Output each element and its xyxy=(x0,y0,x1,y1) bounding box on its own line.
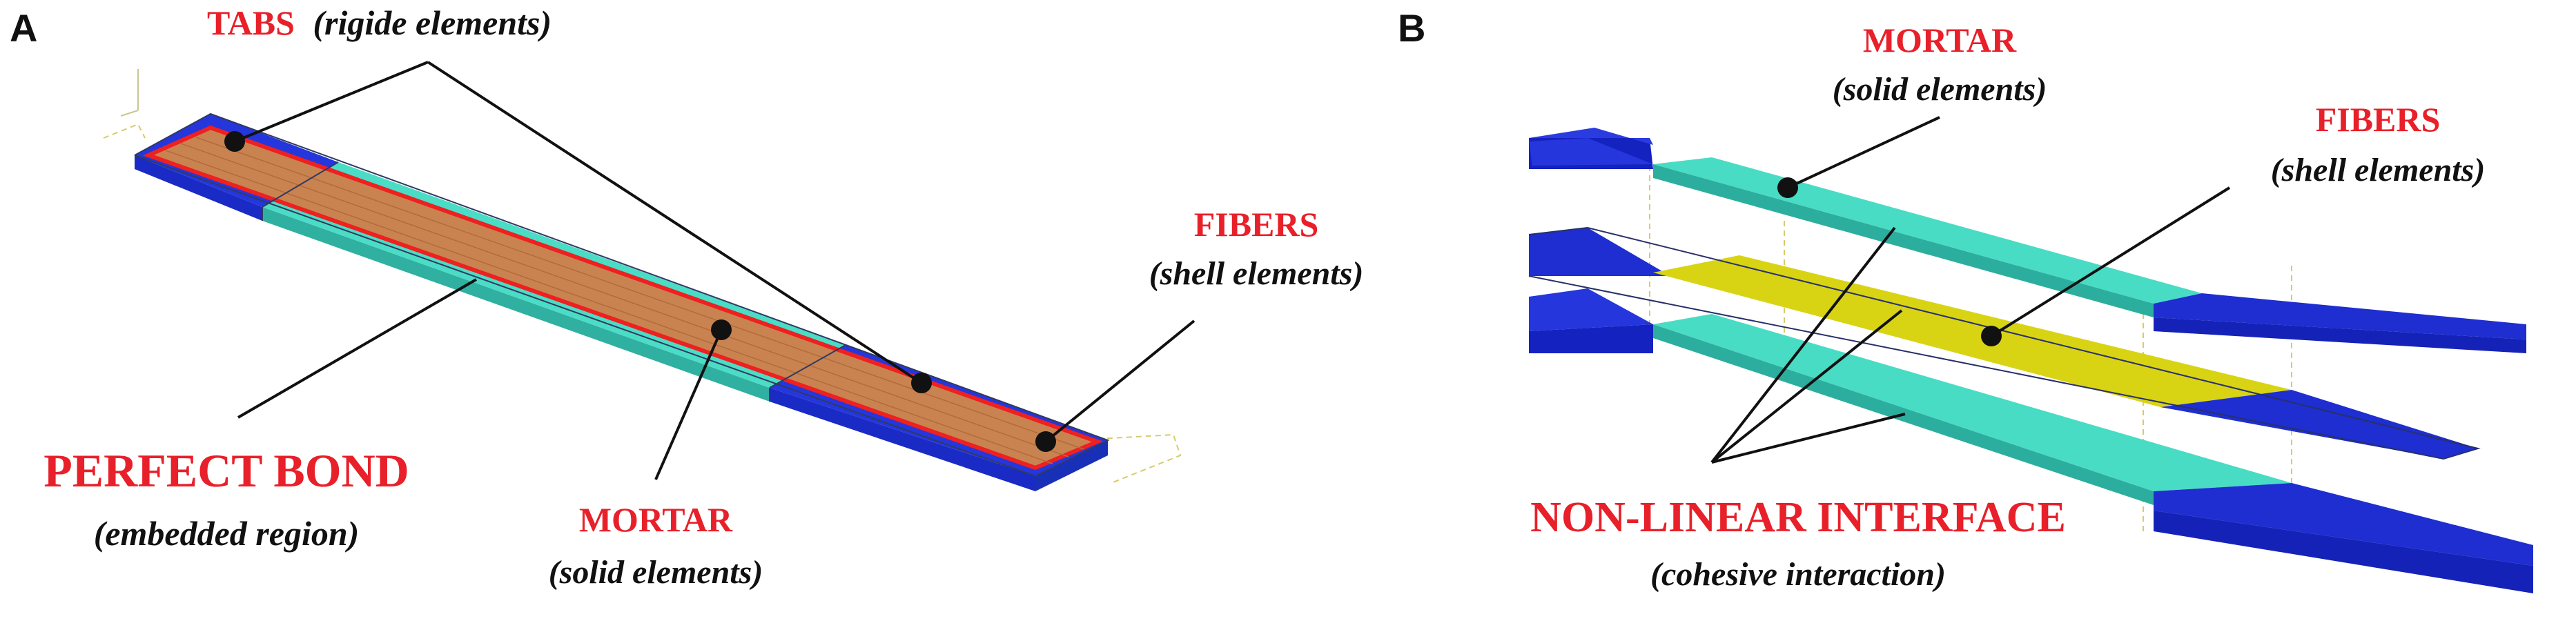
panel-a-letter: A xyxy=(10,6,37,50)
tab-b-top-left xyxy=(1529,138,1653,166)
panel-a: A xyxy=(10,3,1363,591)
mortar-specimen-a xyxy=(134,112,1110,491)
tab-b-top-right xyxy=(2154,293,2526,339)
mortar-b-bottom xyxy=(1653,314,2292,491)
leader-dots-b xyxy=(1777,177,2002,346)
end-face-right xyxy=(1035,440,1108,491)
fibers-b-subtitle: (shell elements) xyxy=(2271,152,2486,188)
leaders-a xyxy=(234,61,1196,480)
panel-b-letter: B xyxy=(1398,6,1425,50)
label-mortar-a: MORTAR (solid elements) xyxy=(549,500,763,591)
fibers-b-title: FIBERS xyxy=(2316,100,2441,139)
fiber-b-yellow xyxy=(1653,255,2292,407)
interface-subtitle: (cohesive interaction) xyxy=(1650,556,1946,593)
mortar-b-top-front xyxy=(1653,164,2154,317)
mortar-b-subtitle: (solid elements) xyxy=(1833,71,2047,108)
tabs-subtitle: (rigide elements) xyxy=(313,3,552,42)
fiber-lines xyxy=(165,137,1084,464)
perfect-bond-title: PERFECT BOND xyxy=(43,444,409,497)
dashed-bounds-a xyxy=(103,123,1182,484)
label-fibers-b: FIBERS (shell elements) xyxy=(2271,100,2486,188)
label-interface: NON-LINEAR INTERFACE (cohesive interacti… xyxy=(1530,494,2066,593)
label-tabs: TABS (rigide elements) xyxy=(207,3,552,42)
mortar-b-title: MORTAR xyxy=(1863,21,2017,59)
mortar-side-face xyxy=(262,207,770,402)
beam-edges xyxy=(134,112,1110,477)
label-fibers-a: FIBERS (shell elements) xyxy=(1149,205,1364,292)
tab-left-side xyxy=(135,155,262,221)
fiber-b-tab-right xyxy=(2160,390,2478,459)
leader-dots-a xyxy=(224,131,1056,452)
fiber-layer-middle xyxy=(1528,226,2481,460)
label-mortar-b: MORTAR (solid elements) xyxy=(1833,21,2047,108)
tab-right-side xyxy=(770,388,1035,491)
svg-text:TABS (rigide elements): TABS (rigide elements) xyxy=(207,3,552,42)
mortar-a-title: MORTAR xyxy=(579,500,733,539)
leaders-b xyxy=(1710,116,2231,464)
mortar-a-subtitle: (solid elements) xyxy=(549,554,763,591)
interface-title: NON-LINEAR INTERFACE xyxy=(1530,494,2066,541)
axis-triad-a xyxy=(120,69,139,117)
tab-b-bottom-right xyxy=(2154,483,2533,566)
label-perfect-bond: PERFECT BOND (embedded region) xyxy=(43,444,409,553)
perfect-bond-subtitle: (embedded region) xyxy=(94,514,360,553)
panel-b: B xyxy=(1398,6,2533,593)
fiber-b-tab-left xyxy=(1529,228,1670,276)
fibers-a-title: FIBERS xyxy=(1194,205,1319,244)
fibers-a-subtitle: (shell elements) xyxy=(1149,255,1364,292)
tabs-title: TABS xyxy=(207,3,295,42)
